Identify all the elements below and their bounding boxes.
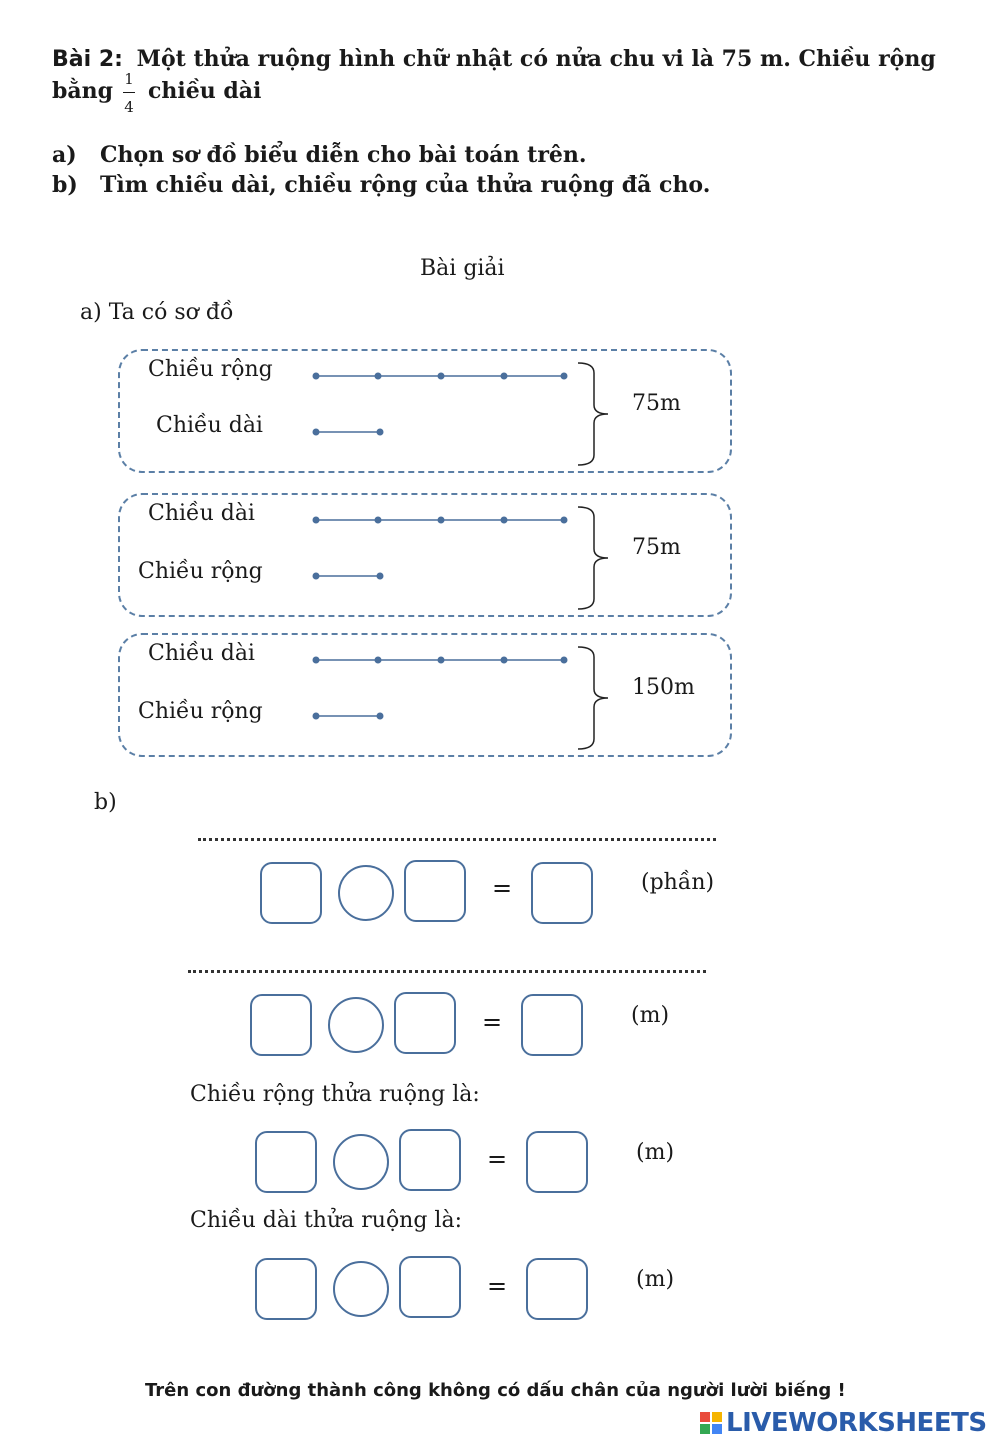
diagram-option-3[interactable]: Chiều dài Chiều rộng 150m: [118, 633, 732, 757]
footer-motto: Trên con đường thành công không có dấu c…: [145, 1380, 846, 1401]
fraction-bar: [123, 92, 135, 93]
equation-2-operand-1-box[interactable]: [250, 994, 312, 1056]
diagram-2-segments: [312, 506, 609, 610]
diagram-2-top-bar: [312, 516, 568, 524]
diagram-3-segments: [312, 646, 609, 750]
fraction-numerator: 1: [124, 70, 134, 88]
equation-1-equals: =: [492, 874, 513, 902]
equation-3-result-box[interactable]: [526, 1131, 588, 1193]
diagram-1-bottom-label: Chiều dài: [156, 413, 263, 438]
problem-text-line-1: Một thửa ruộng hình chữ nhật có nửa chu …: [136, 46, 936, 72]
equation-4-operand-2-box[interactable]: [399, 1256, 461, 1318]
solution-heading: Bài giải: [420, 256, 505, 281]
liveworksheets-logo: LIVEWORKSHEETS: [700, 1408, 996, 1438]
equation-4-unit: (m): [636, 1267, 675, 1292]
equation-2-result-box[interactable]: [521, 994, 583, 1056]
equation-2-answer-line[interactable]: [188, 970, 706, 973]
equation-3-operator-circle[interactable]: [333, 1134, 389, 1190]
part-a-intro: a) Ta có sơ đồ: [80, 300, 234, 325]
diagram-1-segments: [312, 362, 609, 466]
diagram-2-bottom-label: Chiều rộng: [138, 559, 263, 584]
equation-3-operand-1-box[interactable]: [255, 1131, 317, 1193]
diagram-3-top-bar: [312, 656, 568, 664]
equation-1-operand-2-box[interactable]: [404, 860, 466, 922]
problem-label-sep: :: [114, 47, 123, 72]
fraction-denominator: 4: [124, 98, 134, 116]
diagram-3-brace: [577, 646, 609, 750]
problem-text-line-2-start: bằng: [52, 78, 114, 104]
diagram-1-bottom-bar: [312, 428, 384, 436]
diagram-3-bottom-label: Chiều rộng: [138, 699, 263, 724]
equation-3-equals: =: [487, 1145, 508, 1173]
equation-1-operator-circle[interactable]: [338, 865, 394, 921]
task-b-text: Tìm chiều dài, chiều rộng của thửa ruộng…: [100, 172, 711, 198]
equation-4-equals: =: [487, 1272, 508, 1300]
equation-4-result-box[interactable]: [526, 1258, 588, 1320]
diagram-2-bottom-bar: [312, 572, 384, 580]
equation-1-result-box[interactable]: [531, 862, 593, 924]
equation-1-unit: (phần): [641, 870, 715, 895]
diagram-3-bottom-bar: [312, 712, 384, 720]
problem-label: Bài 2: [52, 47, 115, 72]
liveworksheets-brand: LIVEWORKSHEETS: [726, 1408, 987, 1438]
equation-4-caption: Chiều dài thửa ruộng là:: [190, 1208, 462, 1233]
task-a-marker: a): [52, 142, 77, 168]
liveworksheets-logo-mark-icon: [700, 1412, 722, 1434]
equation-4-operator-circle[interactable]: [333, 1261, 389, 1317]
problem-line-2: bằng: [52, 78, 113, 104]
diagram-3-top-label: Chiều dài: [148, 641, 255, 666]
equation-2-equals: =: [482, 1008, 503, 1036]
equation-2-unit: (m): [631, 1003, 670, 1028]
equation-1-operand-1-box[interactable]: [260, 862, 322, 924]
equation-2-operand-2-box[interactable]: [394, 992, 456, 1054]
equation-1-answer-line[interactable]: [198, 838, 716, 841]
equation-2-operator-circle[interactable]: [328, 997, 384, 1053]
equation-3-unit: (m): [636, 1140, 675, 1165]
diagram-1-brace: [577, 362, 609, 466]
task-a-text: Chọn sơ đồ biểu diễn cho bài toán trên.: [100, 142, 587, 168]
diagram-1-top-label: Chiều rộng: [148, 357, 273, 382]
equation-3-caption: Chiều rộng thửa ruộng là:: [190, 1082, 480, 1107]
equation-3-operand-2-box[interactable]: [399, 1129, 461, 1191]
task-b-marker: b): [52, 172, 78, 198]
diagram-option-2[interactable]: Chiều dài Chiều rộng 75m: [118, 493, 732, 617]
diagram-3-total: 150m: [632, 675, 695, 700]
diagram-2-top-label: Chiều dài: [148, 501, 255, 526]
diagram-1-total: 75m: [632, 391, 681, 416]
problem-text-line-2-end: chiều dài: [148, 78, 262, 104]
diagram-1-top-bar: [312, 372, 568, 380]
equation-4-operand-1-box[interactable]: [255, 1258, 317, 1320]
diagram-2-total: 75m: [632, 535, 681, 560]
diagram-option-1[interactable]: Chiều rộng Chiều dài 75m: [118, 349, 732, 473]
problem-line-1: Bài 2: Một thửa ruộng hình chữ nhật có n…: [52, 46, 936, 72]
part-b-marker: b): [94, 790, 117, 815]
diagram-2-brace: [577, 506, 609, 610]
